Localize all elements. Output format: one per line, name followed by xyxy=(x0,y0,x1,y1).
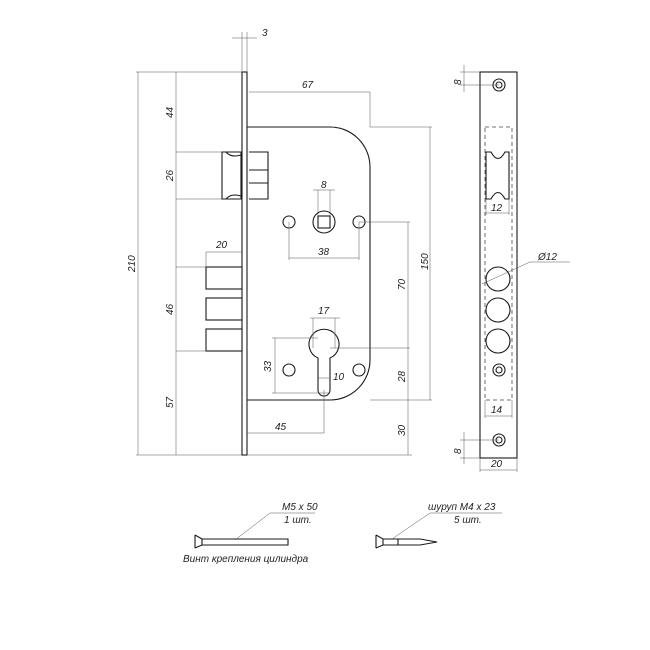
mount-hole-inner xyxy=(495,366,503,374)
dim-backset-total: 67 xyxy=(302,80,314,91)
dim-plate-width: 20 xyxy=(490,459,503,470)
dim-bolt-hole-diameter: Ø12 xyxy=(537,252,557,263)
cylinder-cutout xyxy=(308,328,340,397)
mount-hole xyxy=(492,363,506,377)
dim-spindle-square: 8 xyxy=(321,180,327,191)
wood-screw: шуруп M4 x 23 5 шт. xyxy=(375,502,502,549)
wood-screw-shape xyxy=(375,534,438,549)
faceplate-outline xyxy=(479,71,518,459)
wood-screw-spec: шуруп M4 x 23 xyxy=(428,502,496,513)
dim-top-hole-offset: 8 xyxy=(453,79,464,85)
cylinder-screw-spec: M5 x 50 xyxy=(282,502,318,513)
spindle-square xyxy=(317,215,331,229)
screw-hole xyxy=(282,363,296,377)
dim-bolt-projection: 20 xyxy=(215,240,228,251)
deadbolt xyxy=(205,297,243,321)
dim-cylinder-height: 33 xyxy=(263,360,274,372)
dim-bottom-to-bolts: 57 xyxy=(165,396,176,408)
cylinder-screw: M5 x 50 1 шт. Винт крепления цилиндра xyxy=(183,502,318,565)
dim-overall-height: 210 xyxy=(127,255,138,273)
dim-backset: 45 xyxy=(275,422,287,433)
wood-screw-qty: 5 шт. xyxy=(454,515,482,526)
latch-body xyxy=(249,151,269,200)
dim-cylinder-to-bottom: 28 xyxy=(397,370,408,383)
bolt-hole xyxy=(485,297,511,323)
dim-faceplate-thickness: 3 xyxy=(262,28,268,39)
dim-bottom-hole-offset: 8 xyxy=(453,448,464,454)
dim-top-to-latch: 44 xyxy=(165,106,176,118)
faceplate xyxy=(241,71,248,456)
cylinder-screw-shape xyxy=(194,534,289,549)
dim-cylinder-width: 17 xyxy=(318,306,330,317)
case-outline-hidden xyxy=(484,126,513,401)
dim-case-height: 150 xyxy=(420,253,431,270)
deadbolt xyxy=(205,328,243,352)
dim-bolts-height: 46 xyxy=(165,303,176,315)
latch-bolt xyxy=(221,151,242,200)
cylinder-screw-caption: Винт крепления цилиндра xyxy=(183,554,309,565)
dim-screw-spacing: 38 xyxy=(318,247,330,258)
dim-latch-height: 26 xyxy=(165,169,176,182)
bolt-hole xyxy=(485,328,511,354)
bolt-hole xyxy=(485,266,511,292)
spindle-hub xyxy=(312,210,336,234)
latch-cutout xyxy=(485,151,510,200)
dim-case-bottom-to-end: 30 xyxy=(397,424,408,436)
faceplate-front-view: 8 12 Ø12 14 8 20 xyxy=(453,65,570,472)
dim-cutout-width: 14 xyxy=(491,405,503,416)
deadbolt xyxy=(205,266,243,290)
dim-spindle-to-cylinder: 70 xyxy=(397,278,408,290)
lock-case xyxy=(247,126,371,401)
screw-hole xyxy=(352,363,366,377)
dim-latch-cutout-width: 12 xyxy=(491,203,503,214)
lock-side-view: 3 67 44 26 210 8 38 20 46 150 70 17 33 1… xyxy=(127,28,432,456)
cylinder-screw-qty: 1 шт. xyxy=(284,515,312,526)
dim-cylinder-slot: 10 xyxy=(333,372,345,383)
